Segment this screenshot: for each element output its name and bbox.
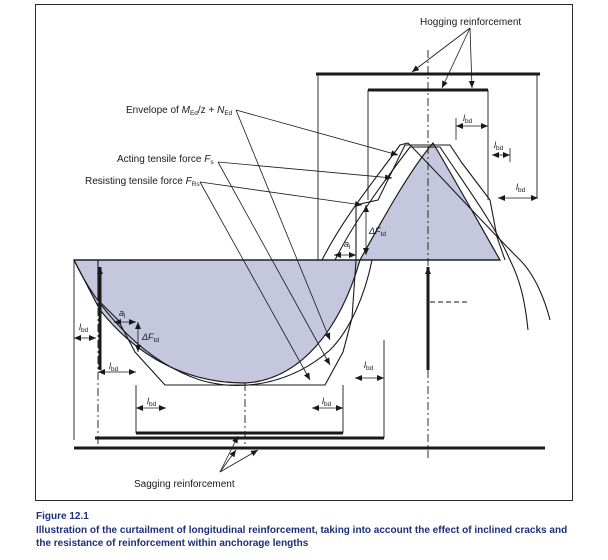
curtailment-diagram: Hogging reinforcement Sagging reinforcem… xyxy=(73,17,551,490)
delta-ftd-label: ΔFtd xyxy=(141,332,159,344)
figure-caption: Illustration of the curtailment of longi… xyxy=(36,525,568,549)
lbd-label: lbd xyxy=(463,113,473,125)
hogging-reinforcement-label: Hogging reinforcement xyxy=(420,17,521,28)
figure-frame xyxy=(35,4,573,501)
al-label: al xyxy=(119,308,126,320)
lbd-label: lbd xyxy=(147,396,157,408)
envelope-label: Envelope of MEd/z + NEd xyxy=(126,105,233,117)
delta-ftd-label: ΔFtd xyxy=(368,226,386,238)
acting-force-curve-hogging xyxy=(334,146,529,331)
hogging-moment-area xyxy=(358,141,502,261)
lbd-label: lbd xyxy=(364,360,374,372)
acting-force-label: Acting tensile force Fs xyxy=(117,154,214,166)
lbd-label: lbd xyxy=(79,322,89,334)
figure-number: Figure 12.1 xyxy=(36,511,89,522)
sagging-reinforcement-label: Sagging reinforcement xyxy=(134,479,235,490)
lbd-label: lbd xyxy=(322,396,332,408)
envelope-curve-hogging xyxy=(321,142,551,321)
resisting-force-label: Resisting tensile force FRs xyxy=(85,176,200,188)
resisting-force-step-hogging xyxy=(355,144,506,261)
lbd-label: lbd xyxy=(516,182,526,194)
lbd-label: lbd xyxy=(494,140,504,152)
sagging-moment-area xyxy=(73,259,361,384)
al-label: al xyxy=(344,239,351,251)
lbd-label: lbd xyxy=(109,361,119,373)
resisting-force-step-sagging xyxy=(97,259,357,386)
